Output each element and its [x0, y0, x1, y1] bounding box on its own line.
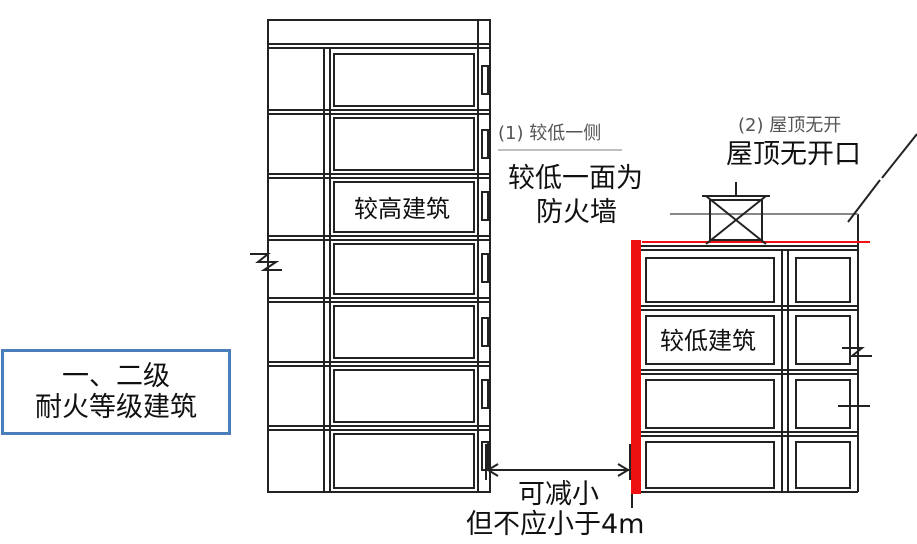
firewall-label-line2: 防火墙 — [536, 197, 617, 228]
spacing-dimension — [485, 444, 633, 508]
taller-building-label: 较高建筑 — [354, 195, 450, 223]
break-mark-left — [250, 253, 282, 271]
building-class-box: 一、二级 耐火等级建筑 — [1, 349, 231, 435]
lower-building — [636, 214, 870, 493]
firewall-label-line1: 较低一面为 — [508, 163, 643, 194]
firewall — [631, 240, 641, 494]
section-1-heading: (1) 较低一侧 — [498, 123, 602, 144]
taller-building — [267, 19, 491, 493]
spacing-label-line2: 但不应小于4m — [466, 509, 645, 540]
leader-line-upper — [881, 133, 917, 179]
section-2-heading: (2) 屋顶无开 — [738, 115, 842, 136]
lower-building-label: 较低建筑 — [660, 327, 756, 355]
building-class-line1: 一、二级 — [62, 360, 170, 392]
break-mark-right — [842, 347, 872, 357]
building-class-line2: 耐火等级建筑 — [35, 392, 197, 423]
leader-line-lower — [847, 179, 881, 223]
spacing-label-line1: 可减小 — [518, 479, 599, 510]
no-roof-opening-icon — [702, 182, 770, 245]
roof-note: 屋顶无开口 — [726, 139, 861, 170]
